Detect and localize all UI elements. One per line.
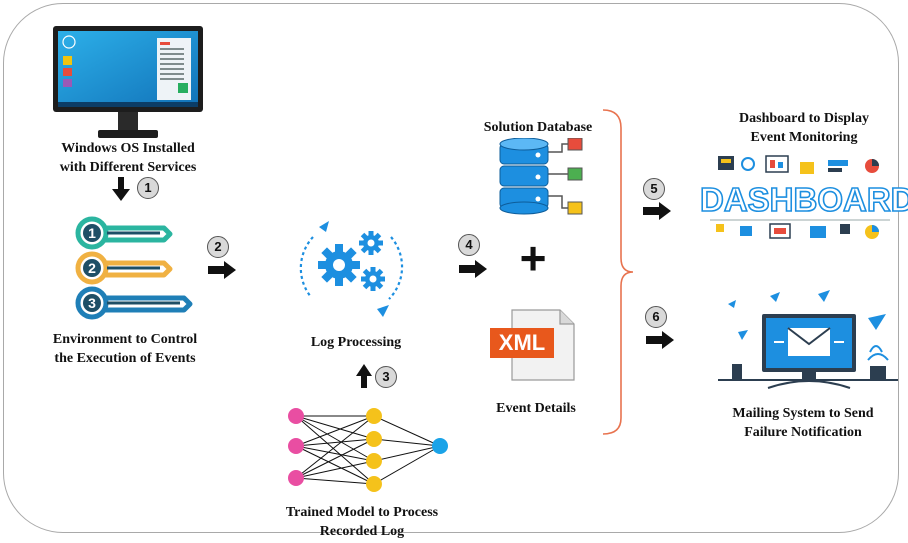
step-6-badge: 6: [645, 306, 667, 328]
hidden-node: [366, 408, 382, 424]
dashboard-illustration-icon: DASHBOARD: [699, 152, 908, 248]
neural-network-icon: [282, 404, 448, 494]
input-node: [288, 438, 304, 454]
mail-computer-icon: [718, 290, 898, 392]
hidden-node: [366, 476, 382, 492]
step-3-badge: 3: [375, 366, 397, 388]
dashboard-label: Dashboard to Display Event Monitoring: [712, 109, 896, 147]
dashboard-label-line2: Event Monitoring: [750, 130, 858, 145]
mailing-system-label: Mailing System to Send Failure Notificat…: [710, 404, 896, 442]
solution-database-label: Solution Database: [483, 120, 593, 135]
dashboard-word: DASHBOARD: [699, 180, 908, 219]
trained-model-label-line1: Trained Model to Process: [285, 505, 439, 520]
arrow-down-1: [112, 177, 130, 201]
grouping-bracket: [597, 108, 637, 438]
step-4-badge: 4: [458, 234, 480, 256]
windows-label-line2: with Different Services: [59, 160, 197, 175]
hidden-node: [366, 453, 382, 469]
step-5-badge: 5: [643, 178, 665, 200]
arrow-right-6: [646, 331, 674, 349]
input-node: [288, 470, 304, 486]
arrow-right-2: [208, 261, 236, 279]
input-node: [288, 408, 304, 424]
numbered-keys-icon: 1 2 3: [74, 214, 194, 320]
key-number-2: 2: [88, 260, 96, 276]
database-icon: [496, 138, 586, 218]
key-number-1: 1: [88, 225, 96, 241]
dashboard-label-line1: Dashboard to Display: [739, 111, 869, 126]
environment-label-line2: the Execution of Events: [54, 351, 196, 366]
windows-monitor-icon: [53, 26, 203, 146]
hidden-node: [366, 431, 382, 447]
trained-model-label: Trained Model to Process Recorded Log: [258, 503, 466, 541]
key-number-3: 3: [88, 295, 96, 311]
windows-label: Windows OS Installed with Different Serv…: [36, 139, 220, 177]
mailing-label-line1: Mailing System to Send: [732, 406, 874, 421]
output-node: [432, 438, 448, 454]
arrow-up-3: [356, 364, 372, 388]
mailing-label-line2: Failure Notification: [744, 425, 862, 440]
plus-sign: +: [519, 232, 547, 284]
xml-badge-text: XML: [498, 330, 546, 355]
arrow-right-5: [643, 202, 671, 220]
arrow-right-4: [459, 260, 487, 278]
diagram-frame: [3, 3, 899, 533]
trained-model-label-line2: Recorded Log: [319, 524, 405, 539]
event-details-label: Event Details: [496, 401, 576, 416]
step-1-badge: 1: [137, 177, 159, 199]
windows-label-line1: Windows OS Installed: [61, 141, 195, 156]
environment-label: Environment to Control the Execution of …: [26, 330, 224, 368]
log-processing-label: Log Processing: [310, 335, 402, 350]
step-2-badge: 2: [207, 236, 229, 258]
environment-label-line1: Environment to Control: [52, 332, 198, 347]
xml-file-icon: XML: [490, 308, 584, 382]
gears-cycle-icon: [293, 207, 411, 327]
